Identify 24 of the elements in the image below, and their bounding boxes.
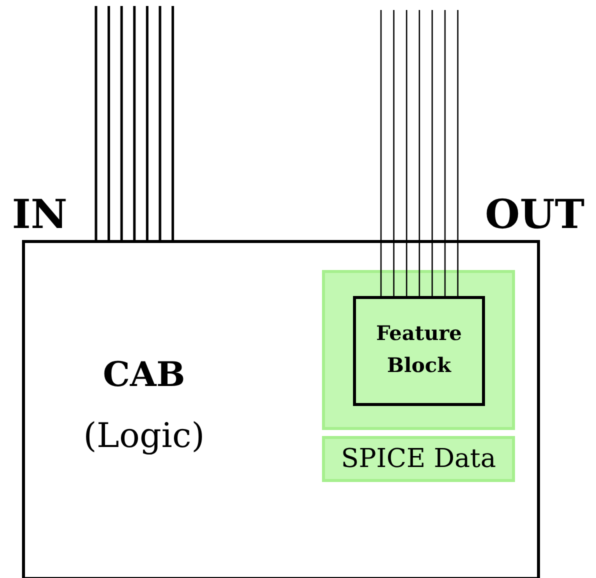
block-subtitle: (Logic) <box>82 418 206 456</box>
feature-panel <box>322 270 515 430</box>
bus-wire <box>108 6 110 241</box>
logic-block <box>22 240 540 578</box>
bus-wire <box>406 10 408 297</box>
bus-wire <box>172 6 174 241</box>
bus-wire <box>120 6 123 241</box>
bus-wire <box>146 6 148 241</box>
bus-wire <box>444 10 446 297</box>
bus-wire <box>380 10 382 297</box>
bus-wire <box>393 10 394 297</box>
bus-wire <box>133 6 136 241</box>
bus-wire <box>94 6 98 241</box>
input-label: IN <box>12 195 68 235</box>
block-title: Feature Block <box>375 320 463 379</box>
feature-block <box>353 296 485 406</box>
bus-wire <box>158 6 162 241</box>
block-title: CAB <box>102 357 186 394</box>
output-label: OUT <box>485 195 584 235</box>
bus-wire <box>457 10 458 297</box>
data-band <box>322 436 515 482</box>
band-label: SPICE Data <box>340 445 497 474</box>
bus-wire <box>432 10 433 297</box>
bus-wire <box>418 10 420 297</box>
